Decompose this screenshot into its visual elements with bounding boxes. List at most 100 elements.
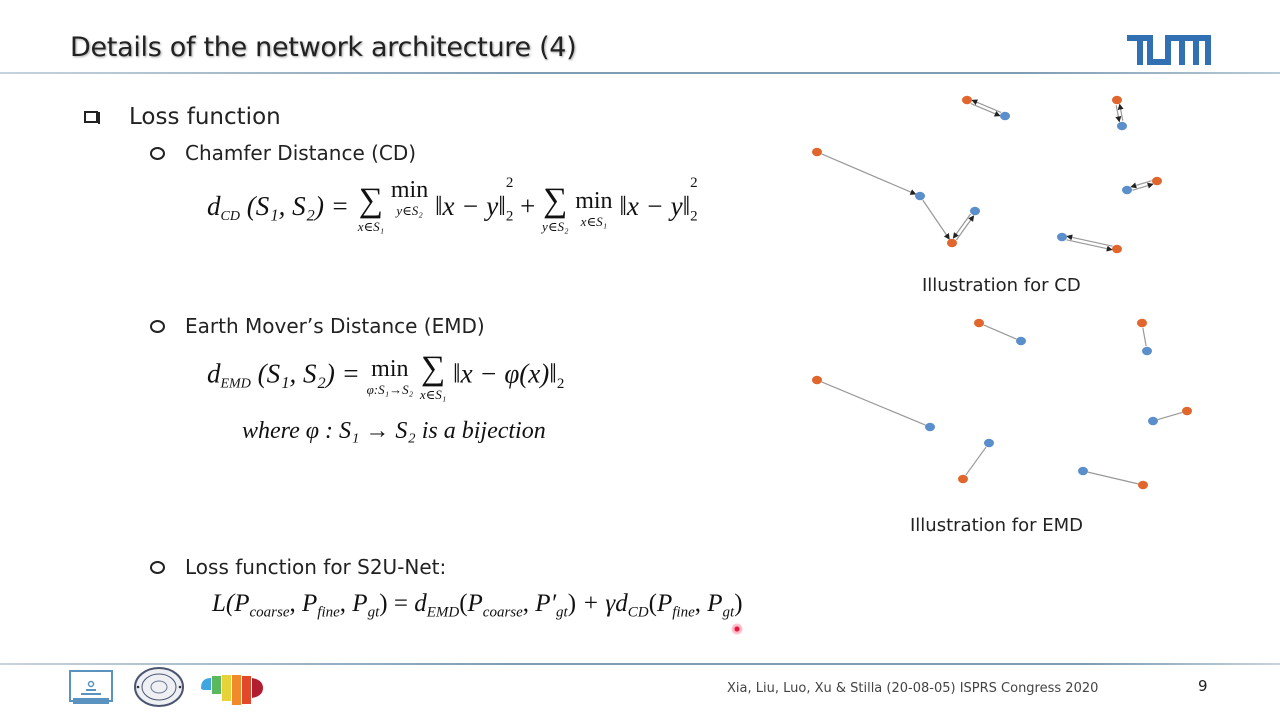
sub-bullet-s2u-loss: Loss function for S2U-Net: [150,555,446,579]
cd-arrow [1066,239,1113,252]
symbol-L: L( [212,590,235,617]
superscript-2: 2 [505,175,514,191]
cd-point-set2 [1057,232,1067,242]
comma: , [339,590,353,617]
symbol-P: P [707,590,723,617]
min-symbol: min [371,356,409,382]
cd-illustration [812,95,1162,254]
cd-arrow [922,199,950,240]
cd-point-set2 [1122,185,1132,195]
norm-term: ‖x − φ(x)‖ [453,358,557,389]
cd-point-set1 [962,95,972,105]
cd-point-set1 [1152,176,1162,186]
min-limit: x∈S₁ [580,214,608,230]
symbol-d: d [615,590,628,617]
sub-bullet-text: Earth Mover’s Distance (EMD) [185,314,485,338]
emd-point-set1 [1138,480,1148,490]
cd-point-set1 [1112,244,1122,254]
subscript-emd: EMD [220,376,251,392]
superscript-2: 2 [690,175,698,191]
cd-arrow [971,99,1002,113]
formula-s2u-loss: L(Pcoarse, Pfine, Pgt) = dEMD(Pcoarse, P… [212,590,743,621]
sum-symbol: ∑ [543,182,568,220]
subscript-gt: gt [556,604,568,621]
cd-point-set1 [812,147,822,157]
emd-point-set2 [1148,416,1158,426]
cd-arrow [952,213,972,239]
cd-point-set2 [970,206,980,216]
sum-symbol: ∑ [358,182,384,220]
cd-point-set1 [947,238,957,248]
emd-illustration [812,318,1192,490]
cd-arrow [1130,180,1152,189]
paren-open: ( [459,590,468,617]
cd-arrow [955,215,975,241]
tum-building-logo [69,670,113,704]
page-number: 9 [1198,677,1208,695]
bullet-loss-function: Loss function [84,104,281,130]
symbol-P: P [302,590,318,617]
symbol-P: P [656,590,673,617]
tum-logo [1127,35,1211,65]
equals: ) = [379,590,415,617]
sum-limit: y∈S₂ [542,219,569,235]
emd-point-set1 [974,318,984,328]
cd-point-set2 [1117,121,1127,131]
sub-bullet-text: Chamfer Distance (CD) [185,141,417,165]
emd-point-set1 [958,474,968,484]
caption-cd: Illustration for CD [922,275,1081,296]
cd-arrow [1117,103,1124,121]
min-limit: y∈S₂ [396,203,423,218]
emd-match-line [983,324,1017,340]
subscript-coarse: coarse [249,604,290,621]
university-seal-logo [134,667,184,707]
symbol-d: d [207,358,221,389]
subscript-gt: gt [367,604,380,621]
norm-term-1: ‖x − y‖ [434,191,506,221]
plus-gamma: + γ [576,590,616,617]
emd-point-set2 [984,438,994,448]
cd-arrow [821,153,917,195]
bijection-note: where φ : S₁ → S₂ is a bijection [242,418,546,444]
cd-arrow [1115,105,1122,123]
sub-bullet-text: Loss function for S2U-Net: [185,555,447,579]
sum-limit: x∈S₁ [357,219,385,235]
bullet-text: Loss function [129,104,281,130]
subscript-2: 2 [690,208,698,225]
subscript-2: 2 [505,208,514,225]
sub-bullet-emd: Earth Mover’s Distance (EMD) [150,314,485,338]
cd-arrow [1132,182,1154,191]
symbol-P: P [352,590,368,617]
circle-bullet-icon [150,560,165,574]
symbol-d: d [414,590,427,617]
min-symbol: min [575,188,613,215]
emd-point-set1 [812,375,822,385]
cd-arrow [1066,234,1113,247]
symbol-d: d [207,191,221,221]
paren-close: ) [734,590,743,617]
min-operator-1: min y∈S₂ [391,178,428,217]
colorful-bars-logo [201,675,263,705]
emd-point-set2 [1078,466,1088,476]
subscript-coarse: coarse [482,604,523,621]
sub-bullet-cd: Chamfer Distance (CD) [150,141,416,165]
comma: , [522,590,536,617]
emd-point-set2 [925,422,935,432]
min-symbol: min [390,177,429,203]
min-operator-2: min x∈S₁ [575,189,612,228]
comma: , [289,590,303,617]
symbol-P: P [467,590,483,617]
subscript-gt: gt [722,604,735,621]
caption-emd: Illustration for EMD [910,515,1084,536]
emd-point-set2 [1142,346,1152,356]
subscript-fine: fine [317,604,340,621]
subscript-cd: CD [220,208,240,224]
emd-match-line [821,381,926,426]
emd-point-set1 [1137,318,1147,328]
emd-match-line [1087,471,1139,485]
min-limit: φ:S₁→S₂ [366,382,414,397]
paren-open: ( [648,590,657,617]
formula-emd: dEMD (S₁, S₂) = min φ:S₁→S₂ ∑ x∈S₁ ‖x − … [207,352,564,402]
emd-match-line [965,446,987,476]
